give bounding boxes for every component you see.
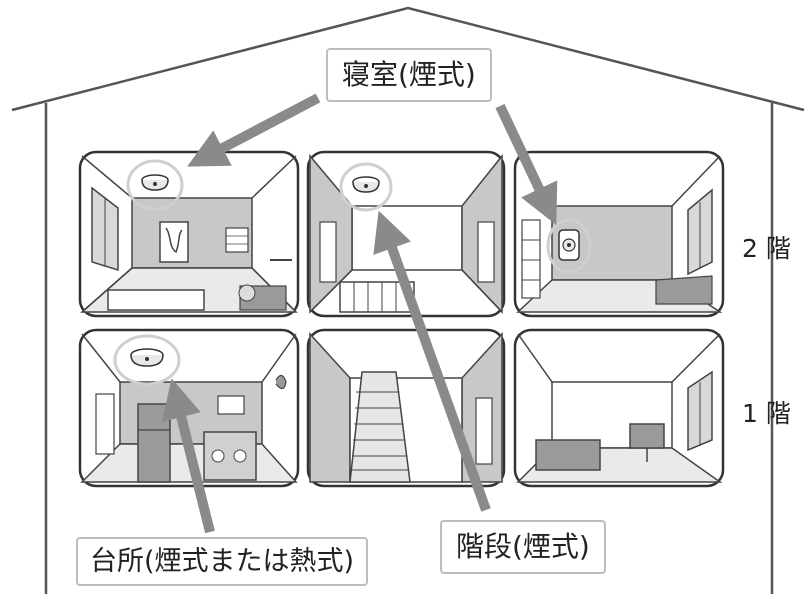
- room-bedroom-upper-right: [513, 150, 725, 318]
- room-living: [513, 328, 725, 488]
- smoke-detector-icon: [558, 229, 580, 261]
- upper-floor-label: 2 階: [742, 234, 791, 263]
- bedroom-label: 寝室(煙式): [326, 48, 492, 102]
- highlight-ring: [126, 159, 184, 211]
- smoke-detector-icon: [352, 176, 380, 193]
- house-outline: [11, 6, 805, 112]
- room-staircase: [306, 328, 506, 488]
- arrow-icon: [373, 210, 491, 512]
- room-bedroom-upper-left: [78, 150, 300, 318]
- highlight-ring: [339, 162, 393, 212]
- arrow-icon: [161, 378, 215, 534]
- arrow-icon: [187, 93, 321, 167]
- smoke-detector-icon: [130, 348, 164, 367]
- highlight-ring: [546, 218, 592, 274]
- arrow-icon: [495, 103, 558, 226]
- smoke-detector-icon: [141, 174, 169, 191]
- kitchen-label: 台所(煙式または熱式): [76, 537, 369, 586]
- stairs-label: 階段(煙式): [440, 520, 606, 574]
- highlight-ring: [113, 334, 181, 386]
- lower-floor-label: 1 階: [742, 399, 791, 428]
